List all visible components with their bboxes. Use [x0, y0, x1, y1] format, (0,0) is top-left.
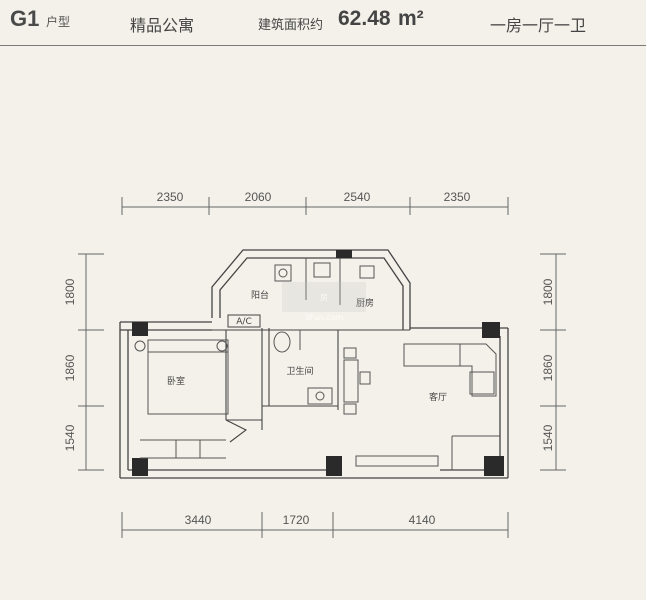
- dim-top-2: 2060: [245, 190, 272, 204]
- unit-type: 精品公寓: [130, 16, 195, 35]
- left-dimension-line: [78, 253, 104, 471]
- bed: [134, 339, 229, 459]
- dim-left-2: 1860: [63, 354, 77, 381]
- header-divider: [0, 45, 646, 46]
- dim-right-2: 1860: [541, 354, 555, 381]
- dim-right-1: 1800: [541, 278, 555, 305]
- kitchen-fixtures: [274, 258, 375, 305]
- unit-code: G1: [10, 6, 40, 31]
- interior-walls: [212, 328, 410, 443]
- watermark: 房 3Fun.com: [282, 282, 366, 322]
- plan-header: G1 户型 精品公寓 建筑面积约 62.48 m² 一房一厅一卫: [0, 0, 646, 44]
- top-dimension-line: [121, 197, 509, 215]
- area-label: 建筑面积约: [258, 18, 324, 33]
- outer-walls: [119, 249, 509, 479]
- dim-bottom-1: 3440: [185, 513, 212, 527]
- unit-code-suffix: 户型: [46, 15, 71, 29]
- bottom-dimension-line: [121, 512, 509, 538]
- svg-text:3Fun.com: 3Fun.com: [304, 313, 343, 322]
- ac-unit-box: [227, 314, 261, 328]
- dim-top-3: 2540: [344, 190, 371, 204]
- layout-description: 一房一厅一卫: [490, 16, 587, 35]
- dim-bottom-2: 1720: [283, 513, 310, 527]
- living-furniture: [343, 343, 500, 470]
- room-bathroom-label: 卫生间: [286, 365, 313, 377]
- bathroom-fixtures: [273, 330, 333, 405]
- room-balcony-label: 阳台: [251, 289, 269, 301]
- structural-columns: [132, 250, 504, 476]
- room-living-label: 客厅: [429, 391, 447, 403]
- dim-left-1: 1800: [63, 278, 77, 305]
- dim-right-3: 1540: [541, 424, 555, 451]
- dim-top-1: 2350: [157, 190, 184, 204]
- dim-left-3: 1540: [63, 424, 77, 451]
- area-value: 62.48: [338, 7, 391, 30]
- svg-text:房: 房: [320, 292, 328, 302]
- dim-top-4: 2350: [444, 190, 471, 204]
- room-bedroom-label: 卧室: [167, 375, 185, 387]
- right-dimension-line: [540, 253, 566, 471]
- room-kitchen-label: 厨房: [356, 297, 374, 309]
- ac-label: A/C: [236, 317, 251, 327]
- area-unit: m²: [398, 7, 424, 30]
- dim-bottom-3: 4140: [409, 513, 436, 527]
